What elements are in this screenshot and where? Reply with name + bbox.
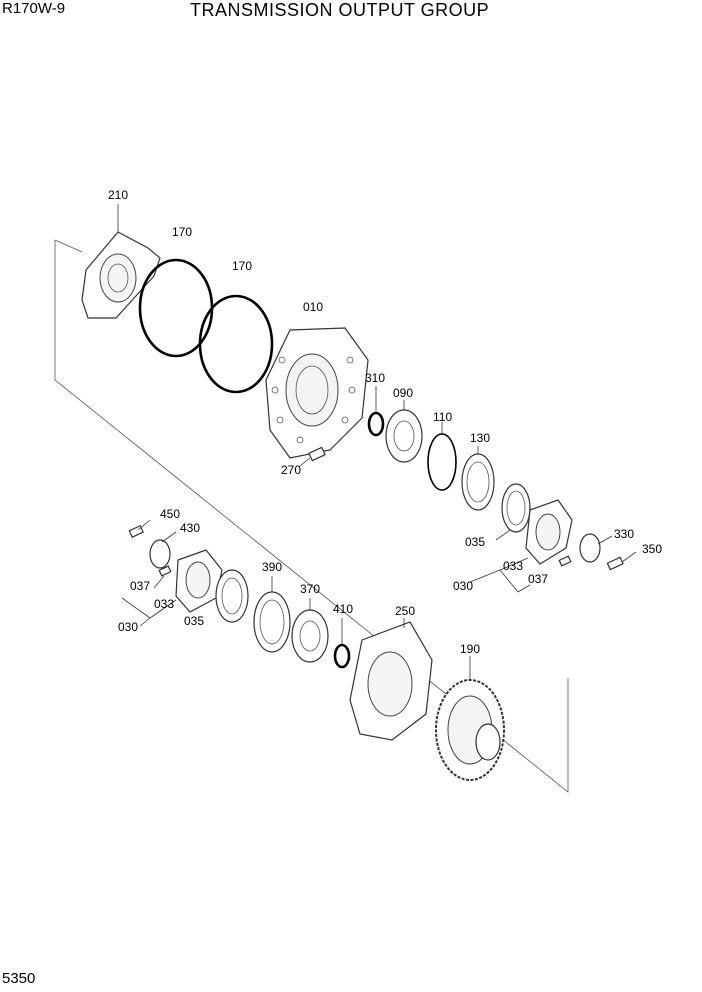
part-110-circlip bbox=[427, 433, 457, 491]
assembly-frame-lines bbox=[54, 239, 569, 793]
callout-390: 390 bbox=[262, 560, 282, 574]
part-010-housing bbox=[265, 327, 369, 459]
callout-035-right: 035 bbox=[465, 535, 485, 549]
part-430-washer bbox=[149, 539, 171, 569]
callout-130: 130 bbox=[470, 431, 490, 445]
callout-037-left: 037 bbox=[130, 579, 150, 593]
part-035-left-ring bbox=[215, 569, 249, 623]
callout-330: 330 bbox=[614, 527, 634, 541]
callout-170-a: 170 bbox=[172, 225, 192, 239]
part-037-right-pin bbox=[558, 555, 572, 567]
callout-430: 430 bbox=[180, 521, 200, 535]
callout-170-b: 170 bbox=[232, 259, 252, 273]
callout-190: 190 bbox=[460, 642, 480, 656]
callout-030-left: 030 bbox=[118, 620, 138, 634]
part-130-seal bbox=[461, 446, 495, 511]
part-090-bearing bbox=[385, 400, 423, 463]
part-033-left-flange bbox=[175, 549, 223, 613]
callout-033-left: 033 bbox=[154, 597, 174, 611]
part-035-right-ring bbox=[501, 483, 531, 533]
part-350-bolt bbox=[606, 556, 624, 571]
part-190-gear bbox=[435, 656, 505, 781]
right-group-leaders bbox=[469, 529, 637, 593]
callout-210: 210 bbox=[108, 188, 128, 202]
callout-010: 010 bbox=[303, 300, 323, 314]
callout-450: 450 bbox=[160, 507, 180, 521]
callout-250: 250 bbox=[395, 604, 415, 618]
part-370-bearing bbox=[291, 598, 329, 663]
callout-370: 370 bbox=[300, 582, 320, 596]
part-037-left-pin bbox=[158, 565, 172, 577]
part-210-plate bbox=[81, 204, 161, 319]
callout-090: 090 bbox=[393, 386, 413, 400]
page-title: TRANSMISSION OUTPUT GROUP bbox=[190, 0, 490, 20]
part-330-washer bbox=[579, 533, 601, 563]
callout-270: 270 bbox=[281, 463, 301, 477]
callout-037-right: 037 bbox=[528, 572, 548, 586]
callout-035-left: 035 bbox=[184, 614, 204, 628]
part-410-o-ring bbox=[333, 643, 351, 669]
left-group-leaders bbox=[121, 519, 177, 627]
part-250-cover bbox=[349, 618, 433, 741]
page-number: 5350 bbox=[2, 970, 36, 987]
part-033-right-flange bbox=[525, 499, 573, 565]
callout-033-right: 033 bbox=[503, 559, 523, 573]
part-390-seal bbox=[253, 576, 291, 653]
callout-410: 410 bbox=[333, 602, 353, 616]
part-310-o-ring bbox=[367, 411, 385, 437]
part-270-bolt bbox=[299, 446, 326, 467]
callout-030-right: 030 bbox=[453, 579, 473, 593]
callout-110: 110 bbox=[433, 410, 452, 424]
part-170-o-rings bbox=[138, 258, 274, 394]
callout-350: 350 bbox=[642, 542, 662, 556]
model-label: R170W-9 bbox=[2, 0, 66, 17]
callout-310: 310 bbox=[365, 371, 385, 385]
